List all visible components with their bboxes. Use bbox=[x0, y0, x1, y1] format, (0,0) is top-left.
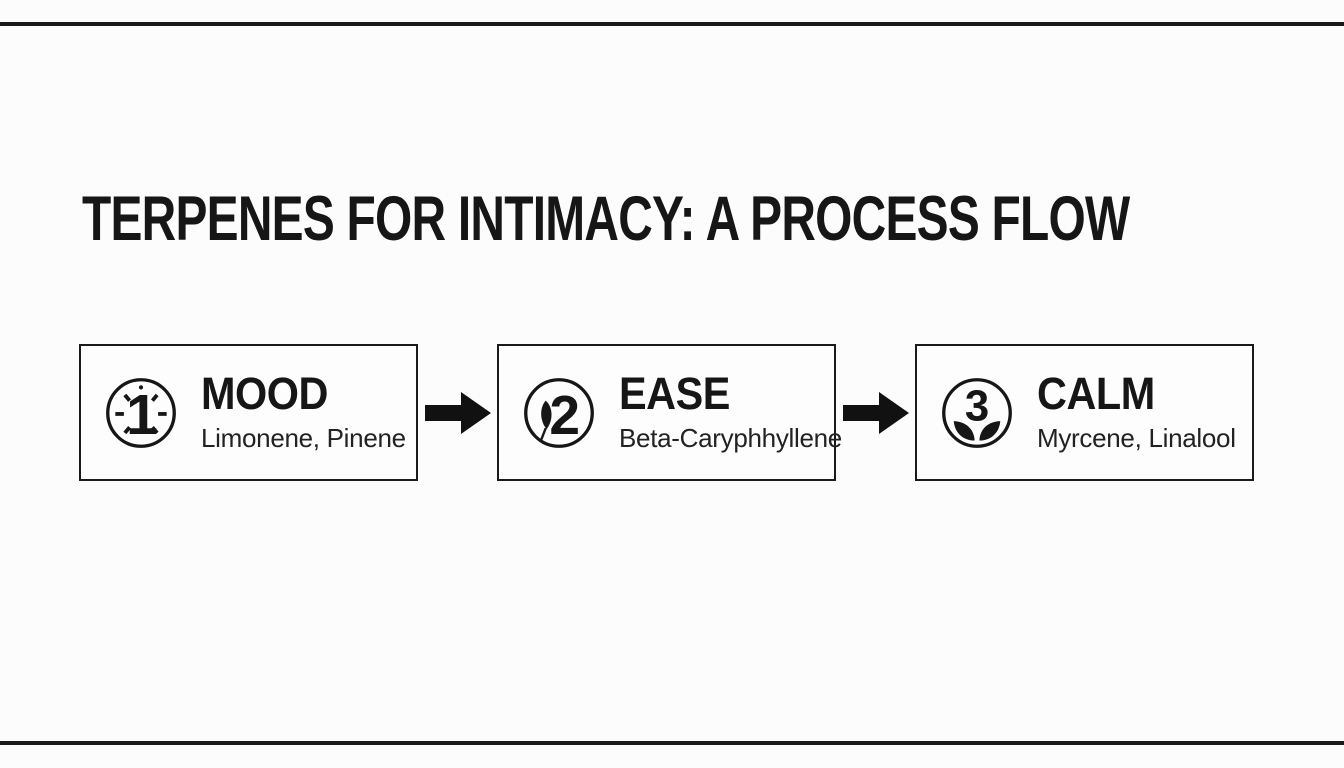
step-box-ease: 2 EASE Beta-Caryphhyllene bbox=[497, 344, 842, 481]
step-subtitle: Myrcene, Linalool bbox=[1037, 423, 1236, 453]
step-heading: EASE bbox=[619, 368, 730, 419]
feather-number-2-icon: 2 bbox=[524, 377, 594, 448]
bottom-rule-line bbox=[0, 741, 1344, 745]
right-arrow-icon bbox=[842, 391, 909, 434]
step-text-block: CALM Myrcene, Linalool bbox=[1037, 371, 1236, 454]
step-number-text: 3 bbox=[965, 381, 989, 430]
page-title: TERPENES FOR INTIMACY: A PROCESS FLOW bbox=[82, 184, 1130, 254]
right-arrow-icon bbox=[424, 391, 491, 434]
step-number-text: 2 bbox=[549, 383, 580, 445]
step-subtitle: Limonene, Pinene bbox=[201, 423, 406, 453]
flow-arrow bbox=[836, 389, 915, 437]
top-rule-line bbox=[0, 22, 1344, 26]
step-subtitle: Beta-Caryphhyllene bbox=[619, 423, 842, 453]
step-box-calm: 3 CALM Myrcene, Linalool bbox=[915, 344, 1254, 481]
sparkle-number-1-icon: 1 bbox=[106, 377, 176, 448]
step-text-block: MOOD Limonene, Pinene bbox=[201, 371, 406, 454]
sprout-number-3-icon: 3 bbox=[942, 377, 1012, 448]
flow-arrow bbox=[418, 389, 497, 437]
step-text-block: EASE Beta-Caryphhyllene bbox=[619, 371, 842, 454]
step-heading: MOOD bbox=[201, 368, 328, 419]
step-box-mood: 1 MOOD Limonene, Pinene bbox=[79, 344, 418, 481]
step-heading: CALM bbox=[1037, 368, 1155, 419]
process-flow: 1 MOOD Limonene, Pinene 2 EASE Beta-Cary… bbox=[79, 344, 1254, 481]
step-number-text: 1 bbox=[126, 382, 158, 446]
